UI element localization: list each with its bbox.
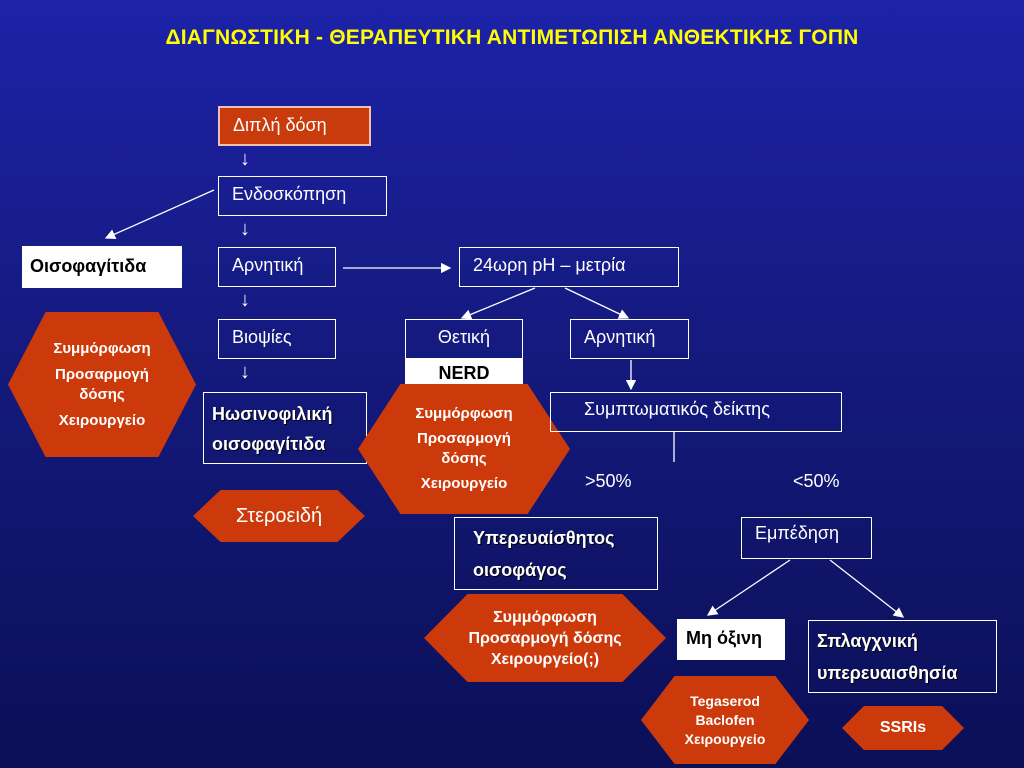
biopsies-box: Βιοψίες [218, 319, 336, 359]
hypersensitive-box: Υπερευαίσθητος οισοφάγος [454, 517, 658, 590]
hex-hypersensitive-treatment: Συμμόρφωση Προσαρμογή δόσης Χειρουργείο(… [424, 594, 666, 682]
negative-box-2: Αρνητική [570, 319, 689, 359]
double-dose-box: Διπλή δόση [218, 106, 371, 146]
endoscopy-box: Ενδοσκόπηση [218, 176, 387, 216]
hex-nerd-treatment: Συμμόρφωση Προσαρμογή δόσης Χειρουργείο [358, 384, 570, 514]
arrow-persistence-to-visceral [829, 559, 905, 618]
down-arrow-icon: ↓ [240, 148, 250, 170]
visceral-box: Σπλαγχνική υπερευαισθησία [808, 620, 997, 693]
esophagitis-box: Οισοφαγίτιδα [22, 246, 182, 288]
ph-metry-box: 24ωρη pH – μετρία [459, 247, 679, 287]
positive-box: Θετική [405, 319, 523, 359]
arrow-endoscopy-to-esophagitis [104, 189, 215, 240]
symptom-index-box: Συμπτωματικός δείκτης [550, 392, 842, 432]
lt50-label: <50% [793, 471, 840, 491]
arrow-ph-to-positive [460, 287, 536, 320]
negative-box-1: Αρνητική [218, 247, 336, 287]
arrow-ph-to-negative [564, 287, 630, 319]
non-acid-box: Μη όξινη [677, 619, 785, 660]
down-arrow-icon: ↓ [240, 218, 250, 240]
down-arrow-icon: ↓ [240, 289, 250, 311]
hex-ssris: SSRIs [842, 706, 964, 750]
gt50-label: >50% [585, 471, 632, 491]
persistence-box: Εμπέδηση [741, 517, 872, 559]
hex-left-treatment: Συμμόρφωση Προσαρμογή δόσης Χειρουργείο [8, 312, 196, 457]
down-arrow-icon: ↓ [240, 361, 250, 383]
eosinophilic-box: Ηωσινοφιλική οισοφαγίτιδα [203, 392, 367, 464]
page-title: ΔΙΑΓΝΩΣΤΙΚΗ - ΘΕΡΑΠΕΥΤΙΚΗ ΑΝΤΙΜΕΤΩΠΙΣΗ Α… [165, 26, 859, 49]
arrow-persistence-to-nonacid [706, 559, 791, 616]
hex-nonacid-treatment: Tegaserod Baclofen Χειρουργείο [641, 676, 809, 764]
hex-steroids: Στεροειδή [193, 490, 365, 542]
